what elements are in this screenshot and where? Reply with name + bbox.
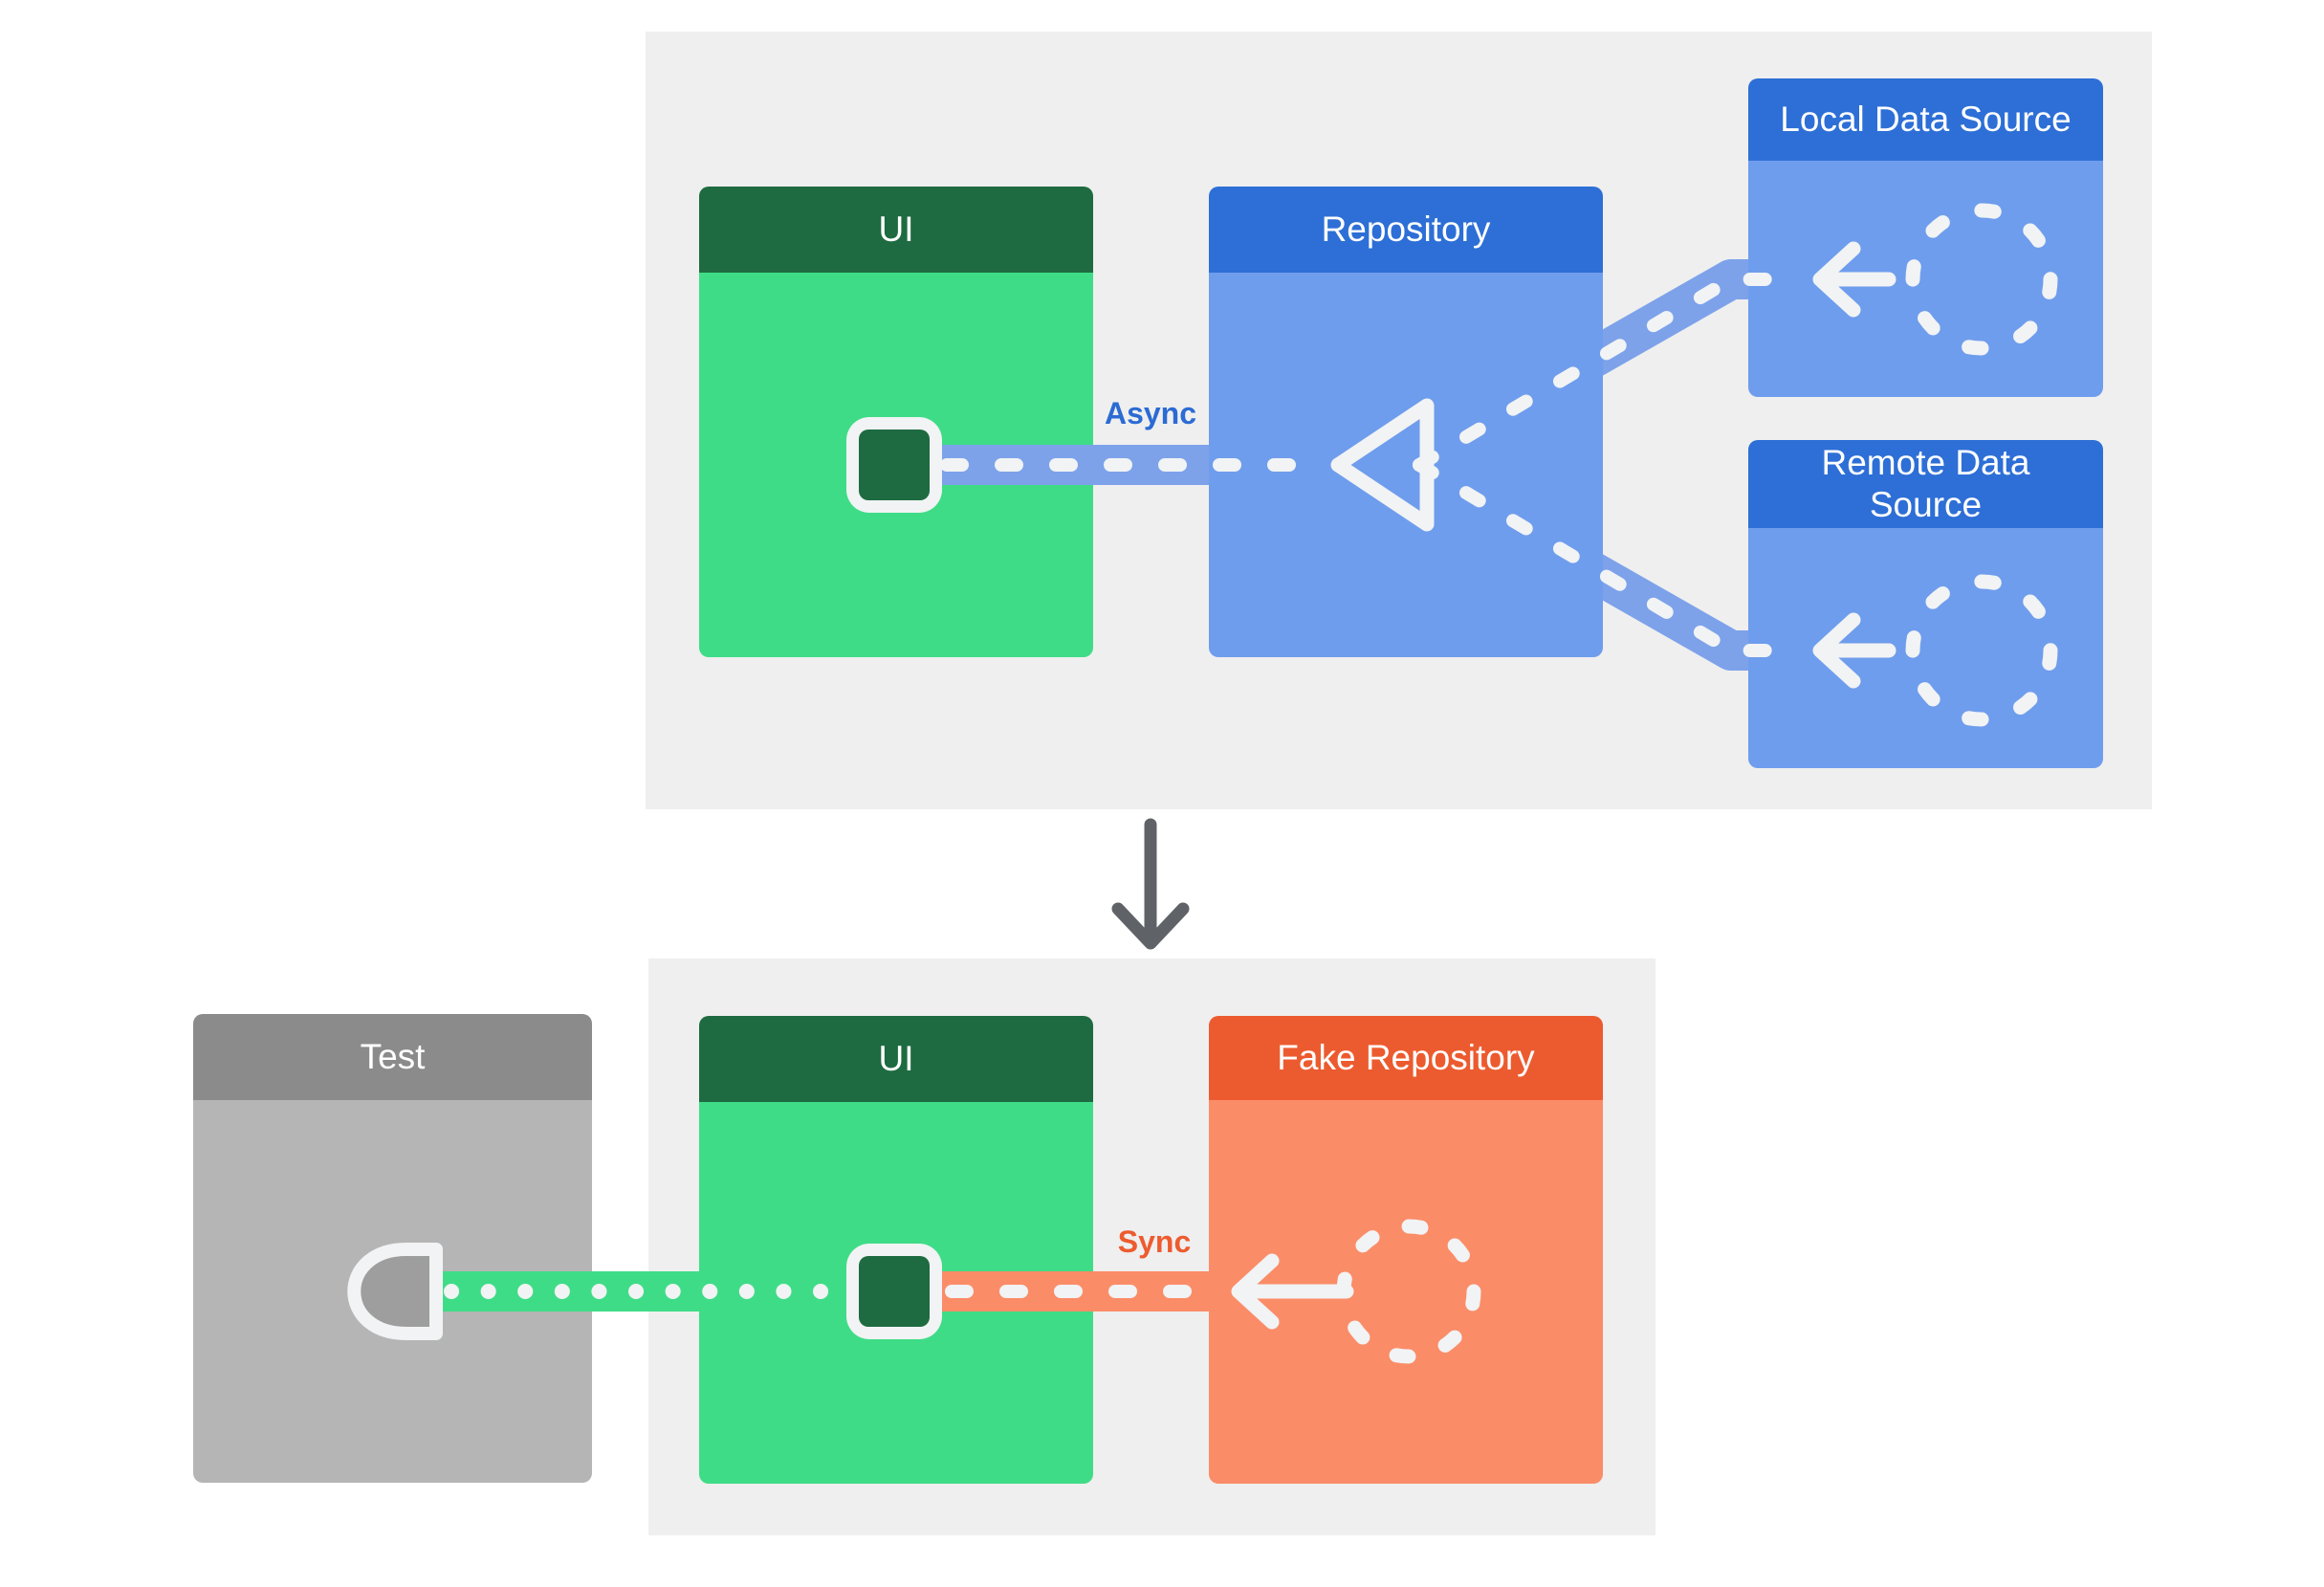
remote-data-source-body [1748,528,2103,768]
remote-data-source-box: Remote Data Source [1748,440,2103,768]
repository-header: Repository [1209,187,1603,273]
local-data-source-title: Local Data Source [1780,99,2072,139]
test-box-body [193,1100,592,1483]
remote-data-source-header: Remote Data Source [1748,440,2103,528]
test-box-header: Test [193,1014,592,1100]
ui-box-top-body [699,273,1093,657]
fake-repository-title: Fake Repository [1277,1038,1535,1077]
ui-box-bottom-header: UI [699,1016,1093,1102]
repository-body [1209,273,1603,657]
local-data-source-header: Local Data Source [1748,78,2103,161]
ui-box-bottom-body [699,1102,1093,1484]
fake-repository-box: Fake Repository [1209,1016,1603,1484]
fake-repository-header: Fake Repository [1209,1016,1603,1100]
remote-data-source-title: Remote Data Source [1821,443,2030,524]
ui-box-top-title: UI [878,209,914,249]
ui-box-bottom-title: UI [878,1039,914,1078]
down-arrow-icon [1111,818,1190,950]
repository-title: Repository [1321,209,1491,249]
sync-label: Sync [1117,1224,1192,1259]
repository-box: Repository [1209,187,1603,657]
local-data-source-box: Local Data Source [1748,78,2103,397]
fake-repository-body [1209,1100,1603,1484]
ui-box-bottom: UI [699,1016,1093,1484]
ui-box-top: UI [699,187,1093,657]
ui-box-top-header: UI [699,187,1093,273]
async-label: Async [1104,396,1197,430]
local-data-source-body [1748,161,2103,397]
test-box: Test [193,1014,592,1483]
test-box-title: Test [360,1037,426,1076]
